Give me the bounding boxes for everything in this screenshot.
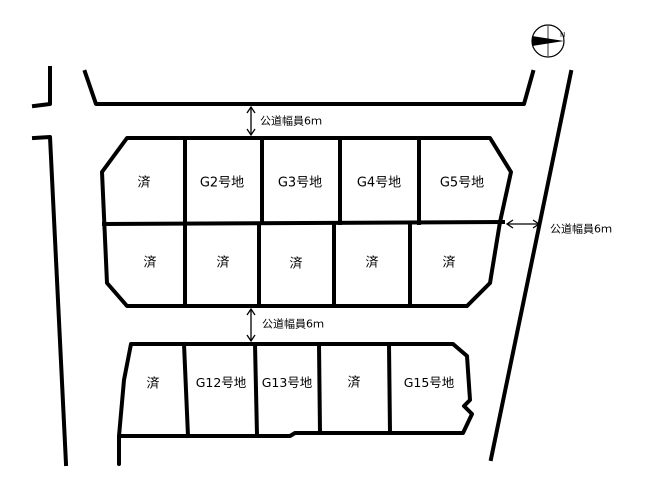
upper-block-outline [100,136,513,308]
road-boundary-right [488,69,574,462]
road-boundary-top [82,69,536,106]
lot-label: G4号地 [356,175,402,191]
lot-label: 済 [216,255,230,271]
road-label-east: 公道幅員6ｍ [550,222,612,236]
compass-letter: N [560,31,565,39]
lot-label: 済 [442,255,456,271]
lot-label: 済 [137,175,151,191]
lot-label: 済 [143,255,157,271]
arrowhead-icon [532,219,541,229]
lot-label: 済 [146,376,160,392]
road-label-north: 公道幅員6ｍ [260,114,322,128]
lot-divider [386,341,393,436]
lot-label: 済 [365,255,379,271]
arrowhead-icon [246,307,256,316]
lot-label: G13号地 [261,374,313,390]
lot-divider [181,341,191,439]
lot-label: 済 [347,375,361,391]
arrowhead-icon [246,128,256,137]
lower-block-outline [117,342,474,466]
road-label-middle: 公道幅員6ｍ [262,317,324,331]
lot-label: G12号地 [195,374,247,390]
road-boundary-left-upper [31,66,52,109]
road-boundary-left-lower [31,135,69,467]
lot-divider [252,341,260,438]
upper-block-divider [101,219,506,227]
arrowhead-icon [505,219,514,229]
arrowhead-icon [246,334,256,343]
lot-label: G15号地 [403,374,455,390]
lot-divider [316,341,323,436]
lot-label: G3号地 [277,175,323,191]
lot-label: G2号地 [199,175,245,191]
arrowhead-icon [246,105,256,114]
lot-label: G5号地 [439,175,485,191]
north-arrow-icon: N [531,24,565,58]
lot-label: 済 [289,256,303,272]
